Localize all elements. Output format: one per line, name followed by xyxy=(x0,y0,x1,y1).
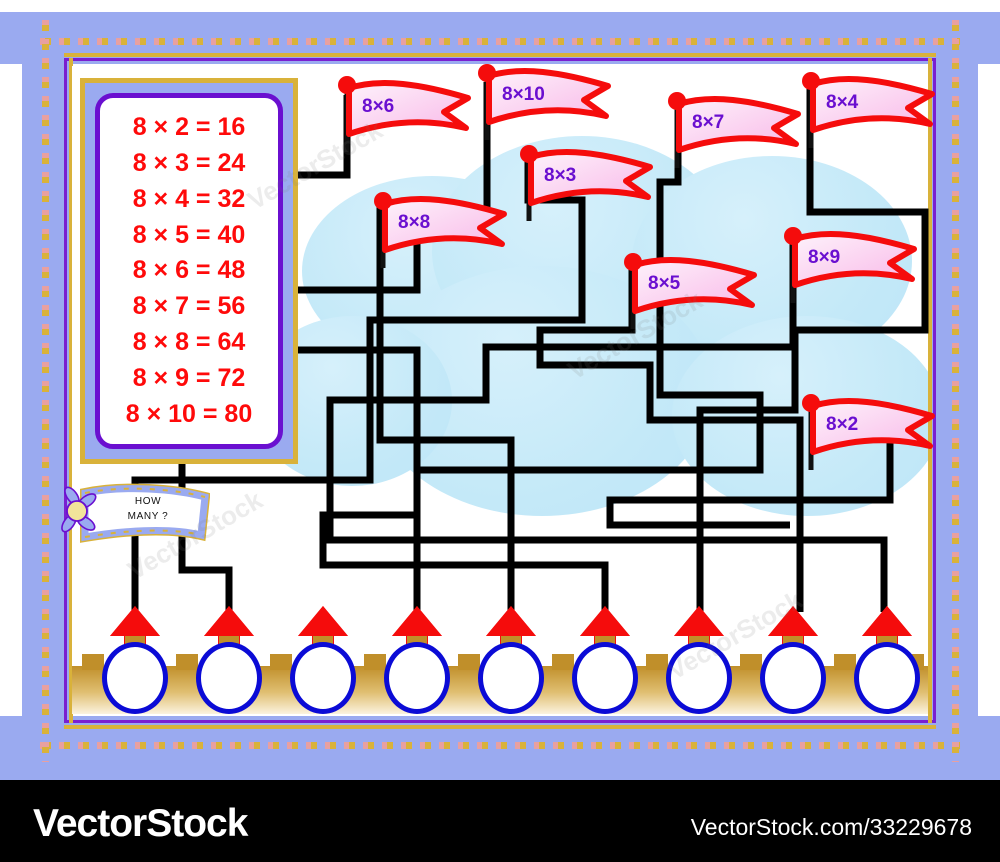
flag-pennant xyxy=(486,68,611,125)
flag-shape xyxy=(668,92,801,168)
flag-8x5[interactable]: 8×5 xyxy=(622,251,762,336)
flag-finial-icon xyxy=(478,64,496,82)
flag-finial-icon xyxy=(374,192,392,210)
answer-circle[interactable] xyxy=(760,642,826,714)
table-row: 8 × 7 = 56 xyxy=(132,292,246,321)
table-row: 8 × 6 = 48 xyxy=(132,256,246,285)
table-row: 8 × 4 = 32 xyxy=(132,184,246,213)
answer-slot[interactable] xyxy=(572,604,638,714)
table-row: 8 × 5 = 40 xyxy=(132,220,246,249)
table-row: 8 × 9 = 72 xyxy=(132,364,246,393)
answer-circle[interactable] xyxy=(572,642,638,714)
table-row: 8 × 8 = 64 xyxy=(132,328,246,357)
vectorstock-brand: VectorStock xyxy=(33,802,248,845)
flag-8x7[interactable]: 8×7 xyxy=(666,90,806,175)
answer-circle[interactable] xyxy=(478,642,544,714)
flag-pennant xyxy=(346,80,471,137)
banner-stitch-bottom xyxy=(84,529,202,538)
answer-circle[interactable] xyxy=(666,642,732,714)
answer-slot[interactable] xyxy=(854,604,920,714)
flag-finial-icon xyxy=(668,92,686,110)
stitch-top xyxy=(40,38,960,45)
how-many-text: HOW MANY ? xyxy=(103,495,193,524)
answer-slot[interactable] xyxy=(478,604,544,714)
flag-pennant xyxy=(792,231,917,288)
flag-pennant xyxy=(632,257,757,314)
flag-8x3[interactable]: 8×3 xyxy=(518,143,658,228)
flag-8x8[interactable]: 8×8 xyxy=(372,190,512,275)
how-many-line1: HOW xyxy=(134,496,162,507)
flag-8x9[interactable]: 8×9 xyxy=(782,225,922,310)
flag-shape xyxy=(520,145,653,221)
flower-icon xyxy=(61,486,97,533)
flag-finial-icon xyxy=(520,145,538,163)
flag-pennant xyxy=(810,398,935,455)
rule-top-purple xyxy=(64,58,936,61)
answer-slot[interactable] xyxy=(760,604,826,714)
answer-circle[interactable] xyxy=(196,642,262,714)
rule-bottom-gold xyxy=(64,725,936,729)
stitch-right xyxy=(952,20,959,762)
banner-stitch-top xyxy=(84,487,206,498)
flag-8x6[interactable]: 8×6 xyxy=(336,74,476,159)
flag-shape xyxy=(802,394,935,470)
table-row: 8 × 3 = 24 xyxy=(132,148,246,177)
answer-circle[interactable] xyxy=(384,642,450,714)
stitch-bottom xyxy=(40,742,960,749)
table-row: 8 × 2 = 16 xyxy=(132,112,246,141)
rule-left-gold xyxy=(69,58,73,723)
flag-finial-icon xyxy=(624,253,642,271)
answer-circle[interactable] xyxy=(102,642,168,714)
vectorstock-footer: VectorStock VectorStock.com/33229678 xyxy=(0,780,1000,862)
rule-right-gold xyxy=(928,58,932,723)
flag-finial-icon xyxy=(802,72,820,90)
rule-bottom-purple xyxy=(64,720,936,723)
rule-left-purple xyxy=(64,58,67,723)
flag-pennant xyxy=(810,76,935,133)
vectorstock-url: VectorStock.com/33229678 xyxy=(690,814,972,840)
flag-shape xyxy=(478,64,611,140)
answer-circle[interactable] xyxy=(854,642,920,714)
stitch-left xyxy=(42,20,49,762)
wall-battlements xyxy=(82,654,924,670)
how-many-line2: MANY ? xyxy=(127,510,169,522)
table-row: 8 × 10 = 80 xyxy=(125,400,253,429)
multiplication-table-rows: 8 × 2 = 16 8 × 3 = 24 8 × 4 = 32 8 × 5 = 40… xyxy=(95,93,283,449)
flag-8x2[interactable]: 8×2 xyxy=(800,392,940,477)
multiplication-table-card: 8 × 2 = 16 8 × 3 = 24 8 × 4 = 32 8 × 5 = 40… xyxy=(80,78,298,464)
flag-shape xyxy=(784,227,917,303)
how-many-banner: HOW MANY ? xyxy=(55,483,210,545)
flag-8x4[interactable]: 8×4 xyxy=(800,70,940,155)
flag-finial-icon xyxy=(784,227,802,245)
answer-slot[interactable] xyxy=(666,604,732,714)
flag-8x10[interactable]: 8×10 xyxy=(476,62,616,147)
answer-circle[interactable] xyxy=(290,642,356,714)
flag-pennant xyxy=(382,196,507,253)
answer-slot[interactable] xyxy=(196,604,262,714)
flag-shape xyxy=(374,192,507,268)
answer-slot[interactable] xyxy=(290,604,356,714)
flag-shape xyxy=(802,72,935,148)
rule-top-gold xyxy=(64,53,936,57)
flag-finial-icon xyxy=(338,76,356,94)
answer-slot[interactable] xyxy=(102,604,168,714)
flag-pennant xyxy=(676,96,801,153)
flag-shape xyxy=(624,253,757,329)
rule-right-purple xyxy=(933,58,936,723)
flag-shape xyxy=(338,76,471,152)
flag-finial-icon xyxy=(802,394,820,412)
flag-pennant xyxy=(528,149,653,206)
answer-slot[interactable] xyxy=(384,604,450,714)
